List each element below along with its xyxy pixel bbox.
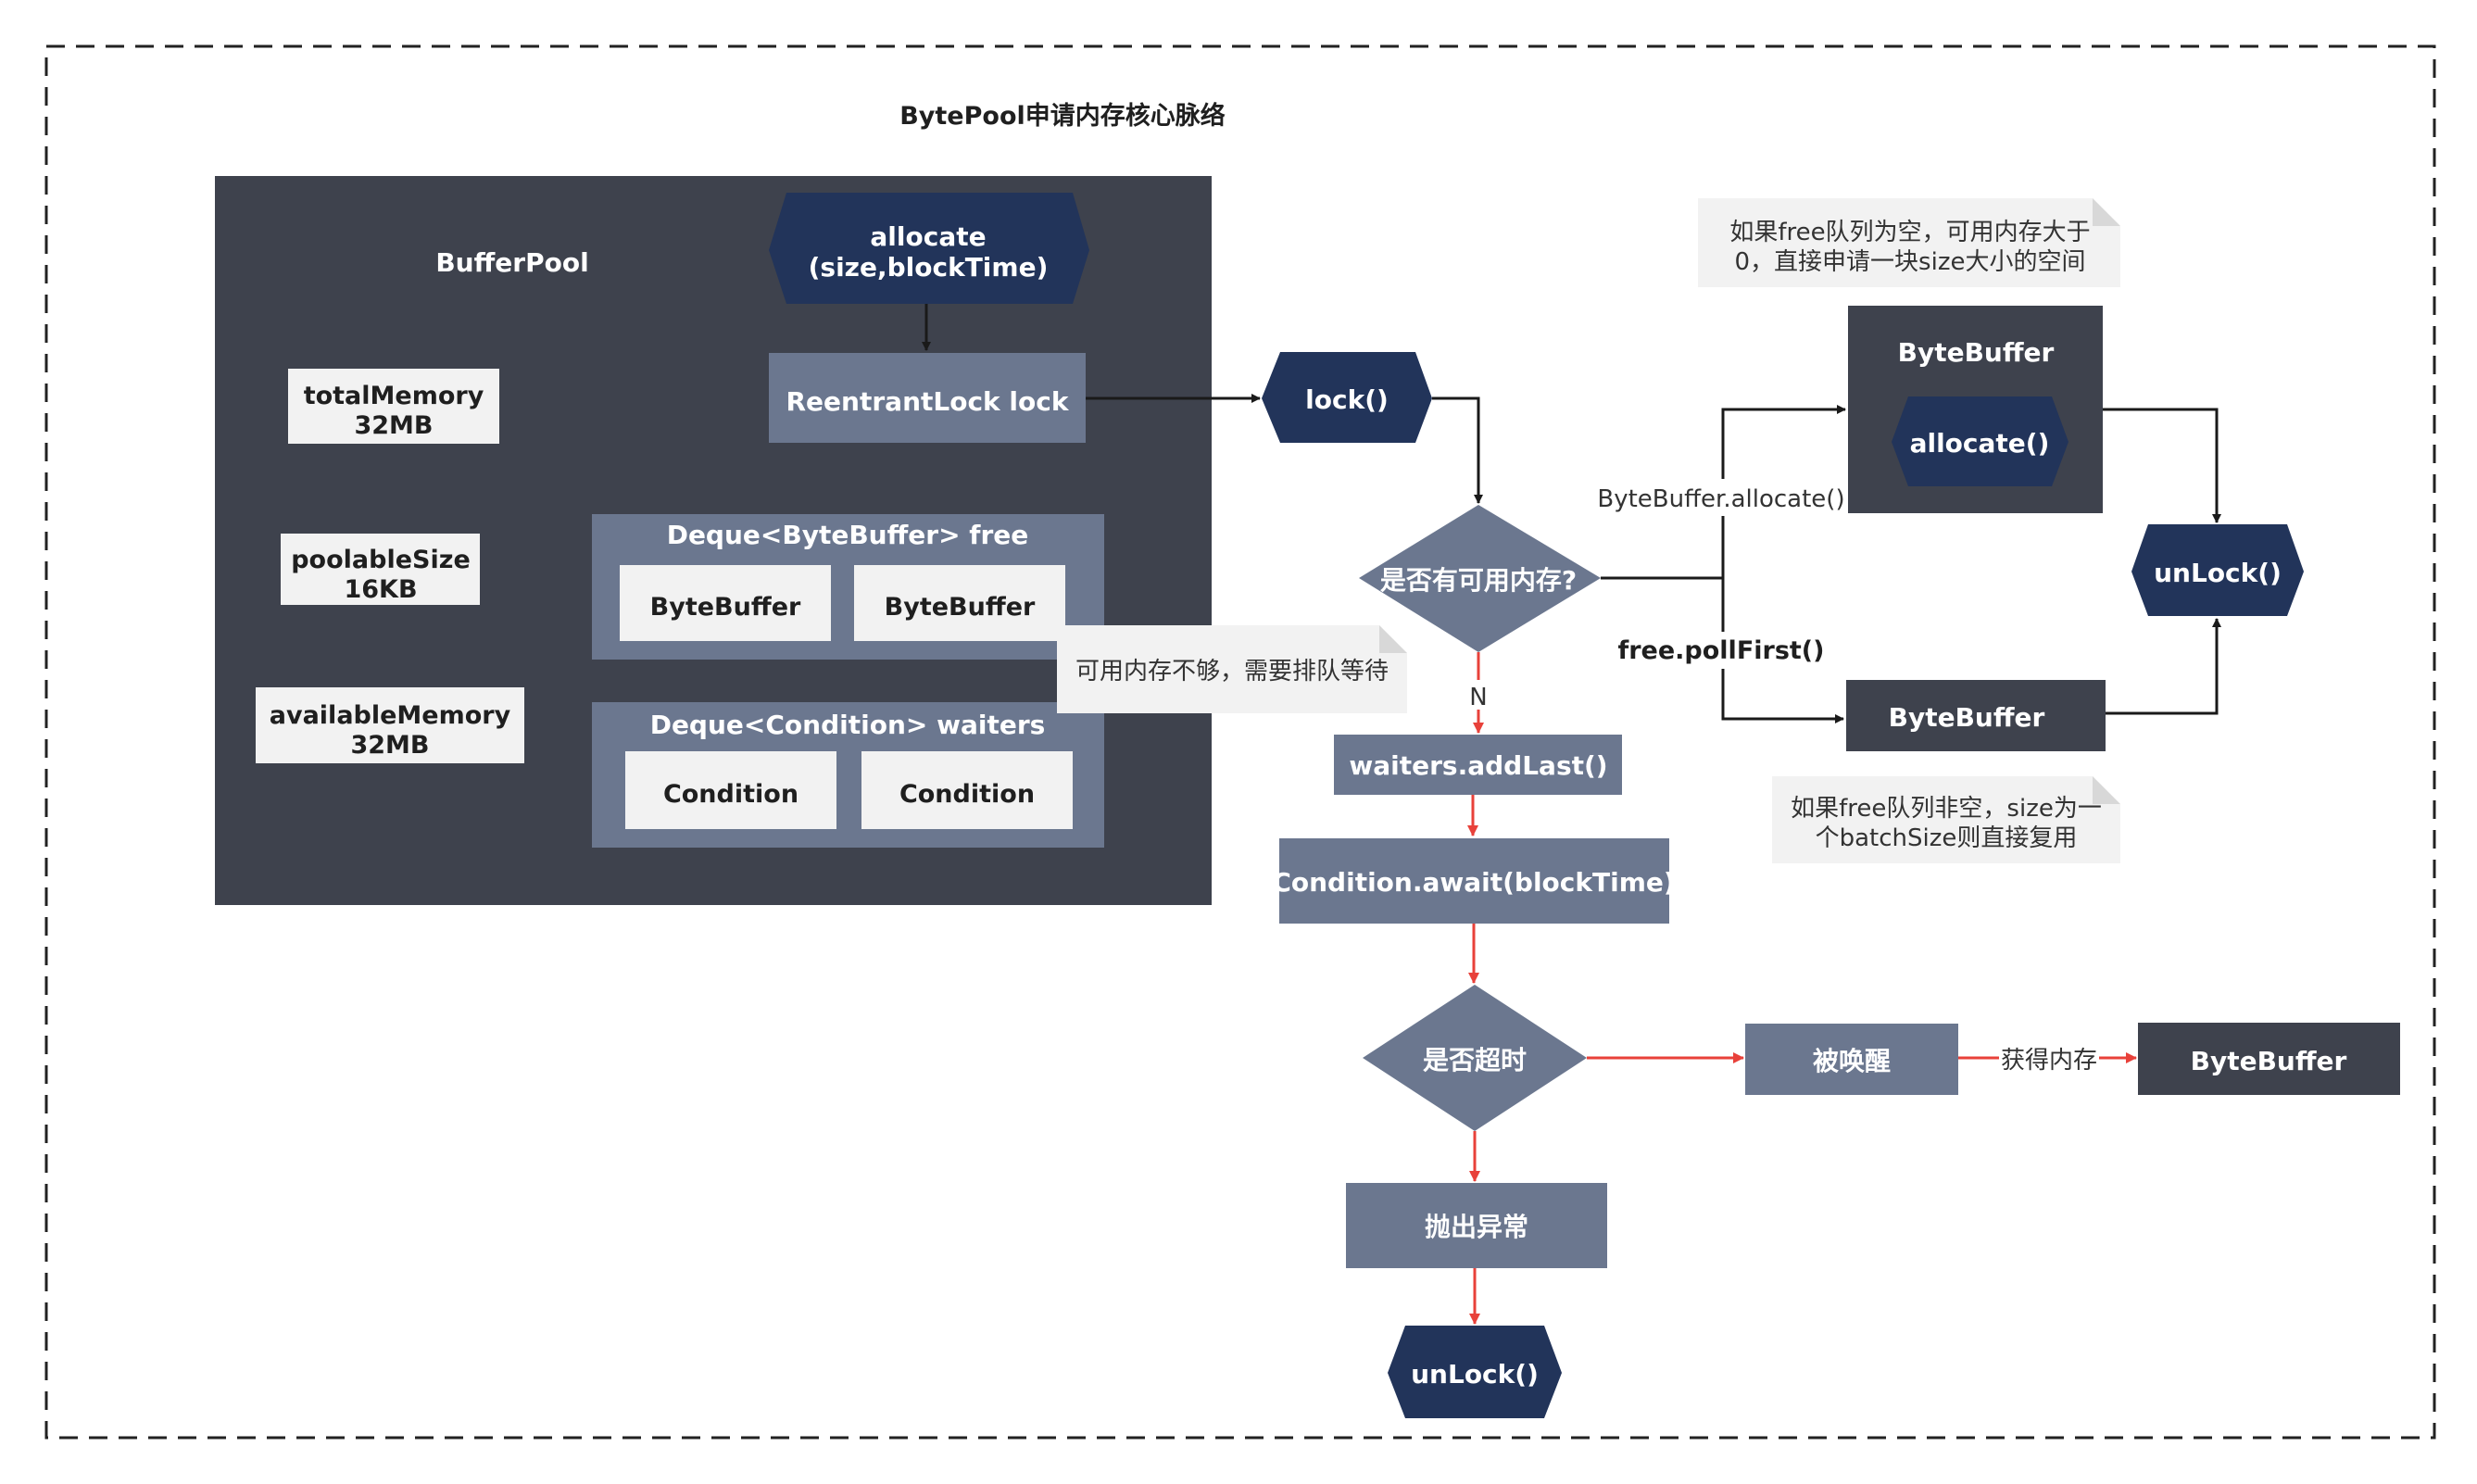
arrow-allocate-to-unlock bbox=[2103, 408, 2221, 523]
await-box bbox=[1279, 838, 1669, 924]
available-memory-name: availableMemory bbox=[270, 701, 511, 730]
bytebuffer-final-box bbox=[2138, 1023, 2400, 1095]
poolable-size-box bbox=[281, 534, 480, 605]
free-deque-item bbox=[854, 565, 1065, 641]
allocate-label-line1: allocate bbox=[870, 221, 986, 252]
free-deque-title: Deque<ByteBuffer> free bbox=[667, 520, 1029, 550]
reentrant-lock-box bbox=[769, 353, 1086, 443]
waiters-deque-item-label: Condition bbox=[663, 780, 798, 809]
allocate-label-line2: (size,blockTime) bbox=[809, 252, 1049, 283]
branch-allocate-label: ByteBuffer.allocate() bbox=[1597, 485, 1844, 513]
note-non-empty-free bbox=[1772, 776, 2120, 863]
has-memory-decision bbox=[1359, 505, 1601, 652]
diagram-title: BytePool申请内存核心脉络 bbox=[899, 101, 1226, 131]
gain-label-bg bbox=[1999, 1041, 2099, 1076]
timeout-decision bbox=[1363, 985, 1587, 1131]
outer-frame bbox=[44, 44, 2436, 1440]
branch-poll-label: free.pollFirst() bbox=[1617, 636, 1824, 665]
note-empty-free-line2: 0，直接申请一块size大小的空间 bbox=[1735, 248, 2086, 276]
bytebuffer-allocate-title: ByteBuffer bbox=[1898, 337, 2055, 368]
note-not-enough bbox=[1057, 625, 1407, 713]
note-fold bbox=[1379, 625, 1407, 653]
waiters-deque-title: Deque<Condition> waiters bbox=[650, 710, 1046, 740]
add-last-box bbox=[1334, 735, 1622, 795]
woken-box bbox=[1745, 1024, 1958, 1095]
branch-poll-label-bg bbox=[1632, 632, 1812, 669]
total-memory-name: totalMemory bbox=[304, 382, 484, 410]
bytebuffer-final-label: ByteBuffer bbox=[2191, 1046, 2347, 1076]
total-memory-value: 32MB bbox=[354, 411, 433, 440]
gain-label: 获得内存 bbox=[2001, 1047, 2097, 1075]
note-empty-free-line1: 如果free队列为空，可用内存大于 bbox=[1729, 219, 2090, 246]
add-last-label: waiters.addLast() bbox=[1349, 750, 1607, 781]
bufferpool-title: BufferPool bbox=[435, 247, 588, 278]
note-non-empty-free-line1: 如果free队列非空，size为一 bbox=[1791, 795, 2102, 823]
no-label: N bbox=[1469, 684, 1487, 711]
note-non-empty-free-line2: 个batchSize则直接复用 bbox=[1816, 824, 2078, 852]
inner-allocate-hexagon bbox=[1892, 396, 2068, 486]
lock-call-hexagon bbox=[1262, 352, 1432, 443]
timeout-label: 是否超时 bbox=[1423, 1045, 1527, 1075]
poolable-size-name: poolableSize bbox=[291, 546, 471, 574]
bytebuffer-poll-label: ByteBuffer bbox=[1889, 702, 2045, 733]
note-fold bbox=[2093, 776, 2120, 804]
await-label: Condition.await(blockTime) bbox=[1272, 867, 1675, 898]
available-memory-box bbox=[256, 687, 524, 763]
note-empty-free bbox=[1698, 198, 2120, 287]
arrow-lockcall-to-decision bbox=[1432, 396, 1483, 504]
note-not-enough-text: 可用内存不够，需要排队等待 bbox=[1075, 658, 1389, 685]
bytebuffer-poll-box bbox=[1846, 680, 2106, 751]
available-memory-value: 32MB bbox=[350, 731, 429, 760]
inner-allocate-label: allocate() bbox=[1910, 428, 2050, 459]
throw-box bbox=[1346, 1183, 1607, 1268]
unlock-bottom-hexagon bbox=[1388, 1326, 1562, 1418]
arrow-poll-to-unlock bbox=[2106, 618, 2221, 715]
note-fold bbox=[2093, 198, 2120, 226]
branch-allocate-label-bg bbox=[1601, 479, 1840, 516]
throw-label: 抛出异常 bbox=[1425, 1212, 1528, 1242]
unlock-right-hexagon bbox=[2131, 524, 2304, 616]
waiters-deque-item-label: Condition bbox=[899, 780, 1035, 809]
reentrant-lock-label: ReentrantLock lock bbox=[786, 386, 1070, 417]
has-memory-label: 是否有可用内存? bbox=[1380, 565, 1577, 596]
waiters-deque-item bbox=[861, 751, 1073, 829]
free-deque-item bbox=[620, 565, 831, 641]
no-label-bg bbox=[1465, 680, 1491, 710]
free-deque-item-label: ByteBuffer bbox=[885, 593, 1036, 622]
waiters-deque-item bbox=[625, 751, 836, 829]
allocate-hexagon bbox=[769, 193, 1089, 304]
woken-label: 被唤醒 bbox=[1813, 1046, 1891, 1076]
total-memory-box bbox=[288, 369, 499, 444]
arrow-to-bytebuffer-poll bbox=[1721, 578, 1844, 723]
unlock-right-label: unLock() bbox=[2154, 558, 2282, 588]
unlock-bottom-label: unLock() bbox=[1411, 1359, 1539, 1390]
free-deque-item-label: ByteBuffer bbox=[650, 593, 801, 622]
lock-call-label: lock() bbox=[1305, 384, 1389, 415]
poolable-size-value: 16KB bbox=[344, 575, 417, 604]
